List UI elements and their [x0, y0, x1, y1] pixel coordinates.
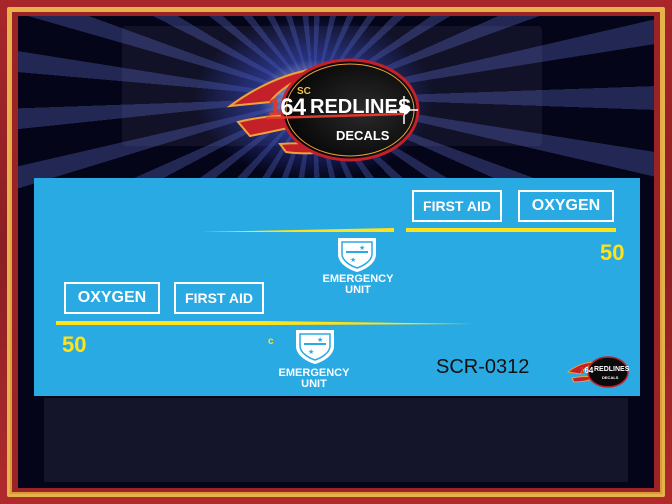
- shield-icon: ★ ★: [338, 238, 376, 272]
- decal-sheet: FIRST AID OXYGEN 50 ★ ★ EMERGENCY UNIT O…: [34, 178, 640, 396]
- redlines-logo: 164 SC REDLINES DECALS: [210, 44, 420, 162]
- emergency-text: EMERGENCY: [322, 273, 394, 285]
- mini-redlines-logo: 164 REDLINES DECALS: [564, 354, 630, 390]
- emergency-unit-label-low: EMERGENCY UNIT: [274, 368, 354, 390]
- mini-scale-white: 64: [584, 366, 594, 375]
- stripe-mid-left: [56, 321, 266, 325]
- logo-scale-text: 164: [268, 94, 306, 122]
- logo-scale-white: 64: [280, 94, 306, 121]
- stripe-mid-right: [266, 321, 474, 325]
- stripe-top-left: [200, 228, 394, 232]
- stripe-top-right: [406, 228, 616, 232]
- decal-stripes: [56, 228, 616, 325]
- number-50-top: 50: [600, 240, 625, 265]
- flame-icon: [226, 58, 420, 162]
- mini-scale-text: 164: [580, 366, 593, 375]
- display-panel: 164 SC REDLINES DECALS FIRST AID OXYGEN …: [18, 16, 654, 488]
- oxygen-decal-left: OXYGEN: [64, 282, 160, 314]
- logo-sub-text: DECALS: [336, 128, 390, 143]
- first-aid-decal-top: FIRST AID: [412, 190, 502, 222]
- bottom-plate: [44, 398, 628, 482]
- svg-text:★: ★: [308, 348, 314, 356]
- flame-icon: [566, 356, 629, 388]
- shield-icon: ★ ★: [296, 330, 334, 364]
- stripe-mark: c: [268, 336, 274, 347]
- emergency-text: EMERGENCY: [278, 367, 350, 379]
- unit-text: UNIT: [301, 378, 327, 390]
- logo-scale-red: 1: [268, 94, 281, 121]
- first-aid-decal-left: FIRST AID: [174, 282, 264, 314]
- logo-brand-text: REDLINES: [310, 96, 412, 118]
- logo-sc-text: SC: [297, 86, 311, 97]
- number-50-left: 50: [62, 332, 87, 357]
- oxygen-decal-top: OXYGEN: [518, 190, 614, 222]
- mini-scale-red: 1: [580, 366, 585, 375]
- unit-text: UNIT: [345, 284, 371, 296]
- emergency-unit-label-mid: EMERGENCY UNIT: [318, 274, 398, 296]
- svg-text:★: ★: [317, 336, 323, 344]
- svg-text:★: ★: [359, 244, 365, 252]
- mini-sub-text: DECALS: [602, 375, 619, 380]
- svg-text:★: ★: [350, 256, 356, 264]
- mini-brand-text: REDLINES: [594, 366, 630, 373]
- product-code: SCR-0312: [436, 356, 530, 378]
